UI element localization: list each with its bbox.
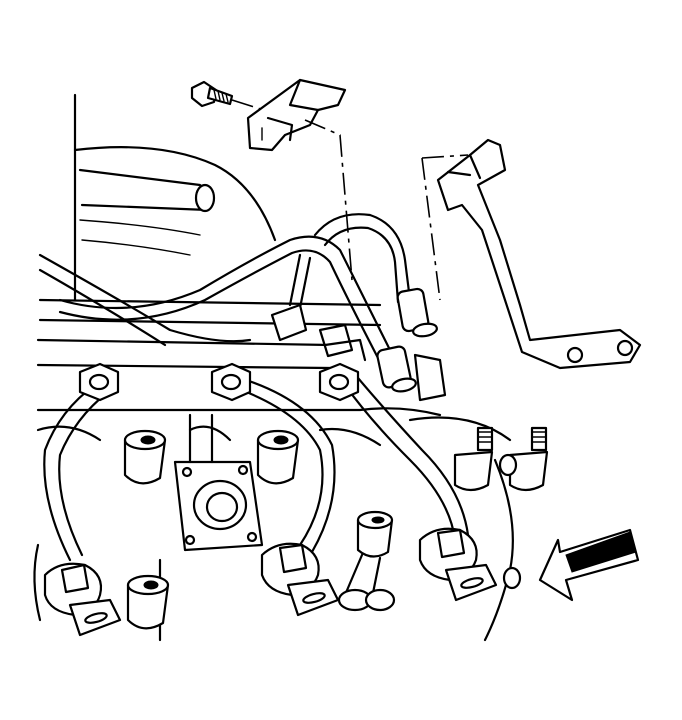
bolt	[190, 80, 271, 113]
fuel-lines	[43, 213, 470, 562]
throttle-flange	[173, 413, 264, 552]
upper-clip	[246, 78, 353, 281]
injector-nozzles	[43, 527, 522, 637]
rail-nuts	[78, 362, 360, 402]
mounting-studs	[453, 426, 549, 492]
block-bosses	[123, 429, 396, 630]
bracket	[421, 138, 642, 370]
direction-arrow	[538, 528, 640, 602]
